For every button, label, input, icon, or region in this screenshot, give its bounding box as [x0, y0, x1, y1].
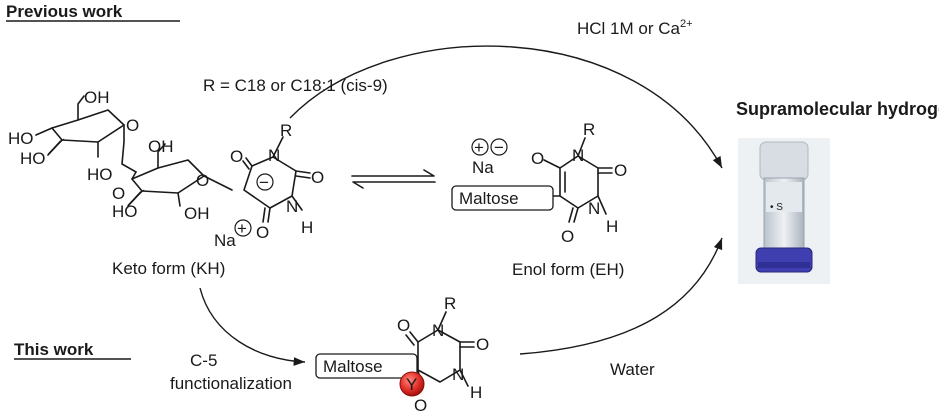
top-arrow-condition: HCl 1M or Ca2+	[577, 18, 693, 38]
svg-text:N: N	[452, 365, 464, 384]
y-group-badge	[399, 371, 425, 397]
svg-text:R: R	[444, 294, 456, 313]
svg-text:Previous work: Previous work	[6, 2, 123, 21]
svg-text:R: R	[280, 121, 292, 140]
functionalized-structure: Maltose Y O N R O N H O	[315, 294, 489, 415]
svg-text:O: O	[230, 147, 243, 166]
svg-text:O: O	[561, 227, 574, 246]
svg-text:O: O	[397, 316, 410, 335]
hydrogel-vial-photo: • S	[738, 138, 830, 284]
maltose-label-product: Maltose	[323, 357, 383, 376]
y-group-label: Y	[406, 375, 417, 394]
svg-text:R: R	[583, 120, 595, 139]
svg-text:• S: • S	[770, 202, 783, 213]
maltose-label-enol: Maltose	[459, 189, 519, 208]
svg-text:HO: HO	[87, 165, 113, 184]
maltose-box-product	[315, 353, 418, 379]
bottom-curved-arrow	[519, 237, 723, 355]
svg-text:N: N	[432, 321, 444, 340]
svg-text:OH: OH	[184, 204, 210, 223]
svg-text:N: N	[268, 146, 280, 165]
svg-text:OH: OH	[148, 137, 174, 156]
svg-text:This work: This work	[14, 340, 94, 359]
keto-form-structure: − + OH HO HO HO O O OH HO O OH Na O N R …	[8, 88, 324, 250]
equilibrium-arrows	[351, 169, 436, 189]
svg-text:Na: Na	[472, 158, 494, 177]
functionalization-label-line2: functionalization	[170, 374, 292, 393]
functionalization-label-line1: C-5	[190, 351, 217, 370]
svg-text:O: O	[196, 171, 209, 190]
svg-text:HO: HO	[20, 149, 46, 168]
top-curved-arrow	[289, 45, 723, 169]
svg-text:H: H	[470, 383, 482, 402]
svg-text:O: O	[414, 396, 427, 415]
header-this-work: This work	[14, 340, 131, 360]
svg-text:+: +	[237, 219, 247, 238]
enol-form-label: Enol form (EH)	[512, 260, 624, 279]
svg-text:O: O	[112, 184, 125, 203]
enol-form-structure: Maltose + − Na O N R O N H O	[451, 120, 627, 246]
product-label: Supramolecular hydrogel	[736, 99, 939, 119]
svg-text:O: O	[311, 168, 324, 187]
svg-text:N: N	[588, 199, 600, 218]
svg-text:HO: HO	[8, 129, 34, 148]
functionalization-arrow	[199, 287, 306, 366]
header-previous-work: Previous work	[6, 2, 180, 22]
svg-text:O: O	[126, 116, 139, 135]
svg-text:N: N	[286, 197, 298, 216]
svg-text:O: O	[256, 223, 269, 242]
svg-text:+: +	[474, 138, 484, 157]
svg-text:H: H	[301, 218, 313, 237]
water-label: Water	[610, 360, 655, 379]
svg-text:Na: Na	[214, 231, 236, 250]
svg-text:O: O	[476, 335, 489, 354]
maltose-box-enol	[451, 185, 554, 211]
r-definition: R = C18 or C18:1 (cis-9)	[203, 76, 388, 95]
svg-text:N: N	[572, 146, 584, 165]
svg-text:O: O	[614, 161, 627, 180]
svg-text:O: O	[531, 149, 544, 168]
svg-text:−: −	[259, 173, 269, 192]
svg-text:H: H	[606, 217, 618, 236]
keto-form-label: Keto form (KH)	[112, 259, 225, 278]
svg-text:HO: HO	[112, 202, 138, 221]
svg-text:−: −	[494, 138, 504, 157]
svg-text:OH: OH	[84, 88, 110, 107]
